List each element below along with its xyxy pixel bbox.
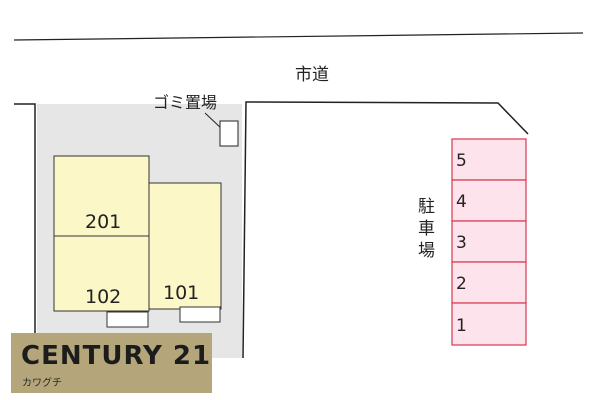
parking-space-3-number: 3 (456, 233, 467, 253)
lot-boundary-right (242, 101, 529, 359)
unit-102-label: 102 (85, 286, 121, 308)
parking-label-char: 場 (418, 241, 435, 261)
logo-brand-text: CENTURY 21 (21, 341, 212, 371)
parking-space-3 (451, 220, 527, 263)
parking-space-2-number: 2 (456, 274, 467, 294)
parking-space-1 (451, 302, 527, 346)
parking-space-2 (451, 261, 527, 304)
unit-101-label: 101 (163, 282, 199, 304)
parking-space-4-number: 4 (456, 192, 467, 212)
parking-space-4 (451, 179, 527, 222)
parking-space-5-number: 5 (456, 151, 467, 171)
garbage-area-box (219, 120, 239, 147)
parking-label-char: 車 (418, 219, 435, 239)
unit-201-label: 201 (85, 211, 121, 233)
parking-label-char: 駐 (418, 197, 435, 217)
parking-space-1-number: 1 (456, 316, 467, 336)
road-edge-line (13, 32, 584, 41)
unit-101-step (179, 306, 221, 323)
century21-logo: CENTURY 21 カワグチ (11, 333, 212, 393)
garbage-leader-line (204, 112, 223, 130)
logo-subtitle: カワグチ (22, 378, 62, 389)
lot-boundary-left (14, 103, 36, 340)
road-label: 市道 (295, 65, 329, 85)
unit-101-block (148, 182, 222, 310)
unit-102-step (106, 311, 149, 328)
garbage-area-label: ゴミ置場 (153, 93, 217, 112)
parking-space-5 (451, 138, 527, 181)
